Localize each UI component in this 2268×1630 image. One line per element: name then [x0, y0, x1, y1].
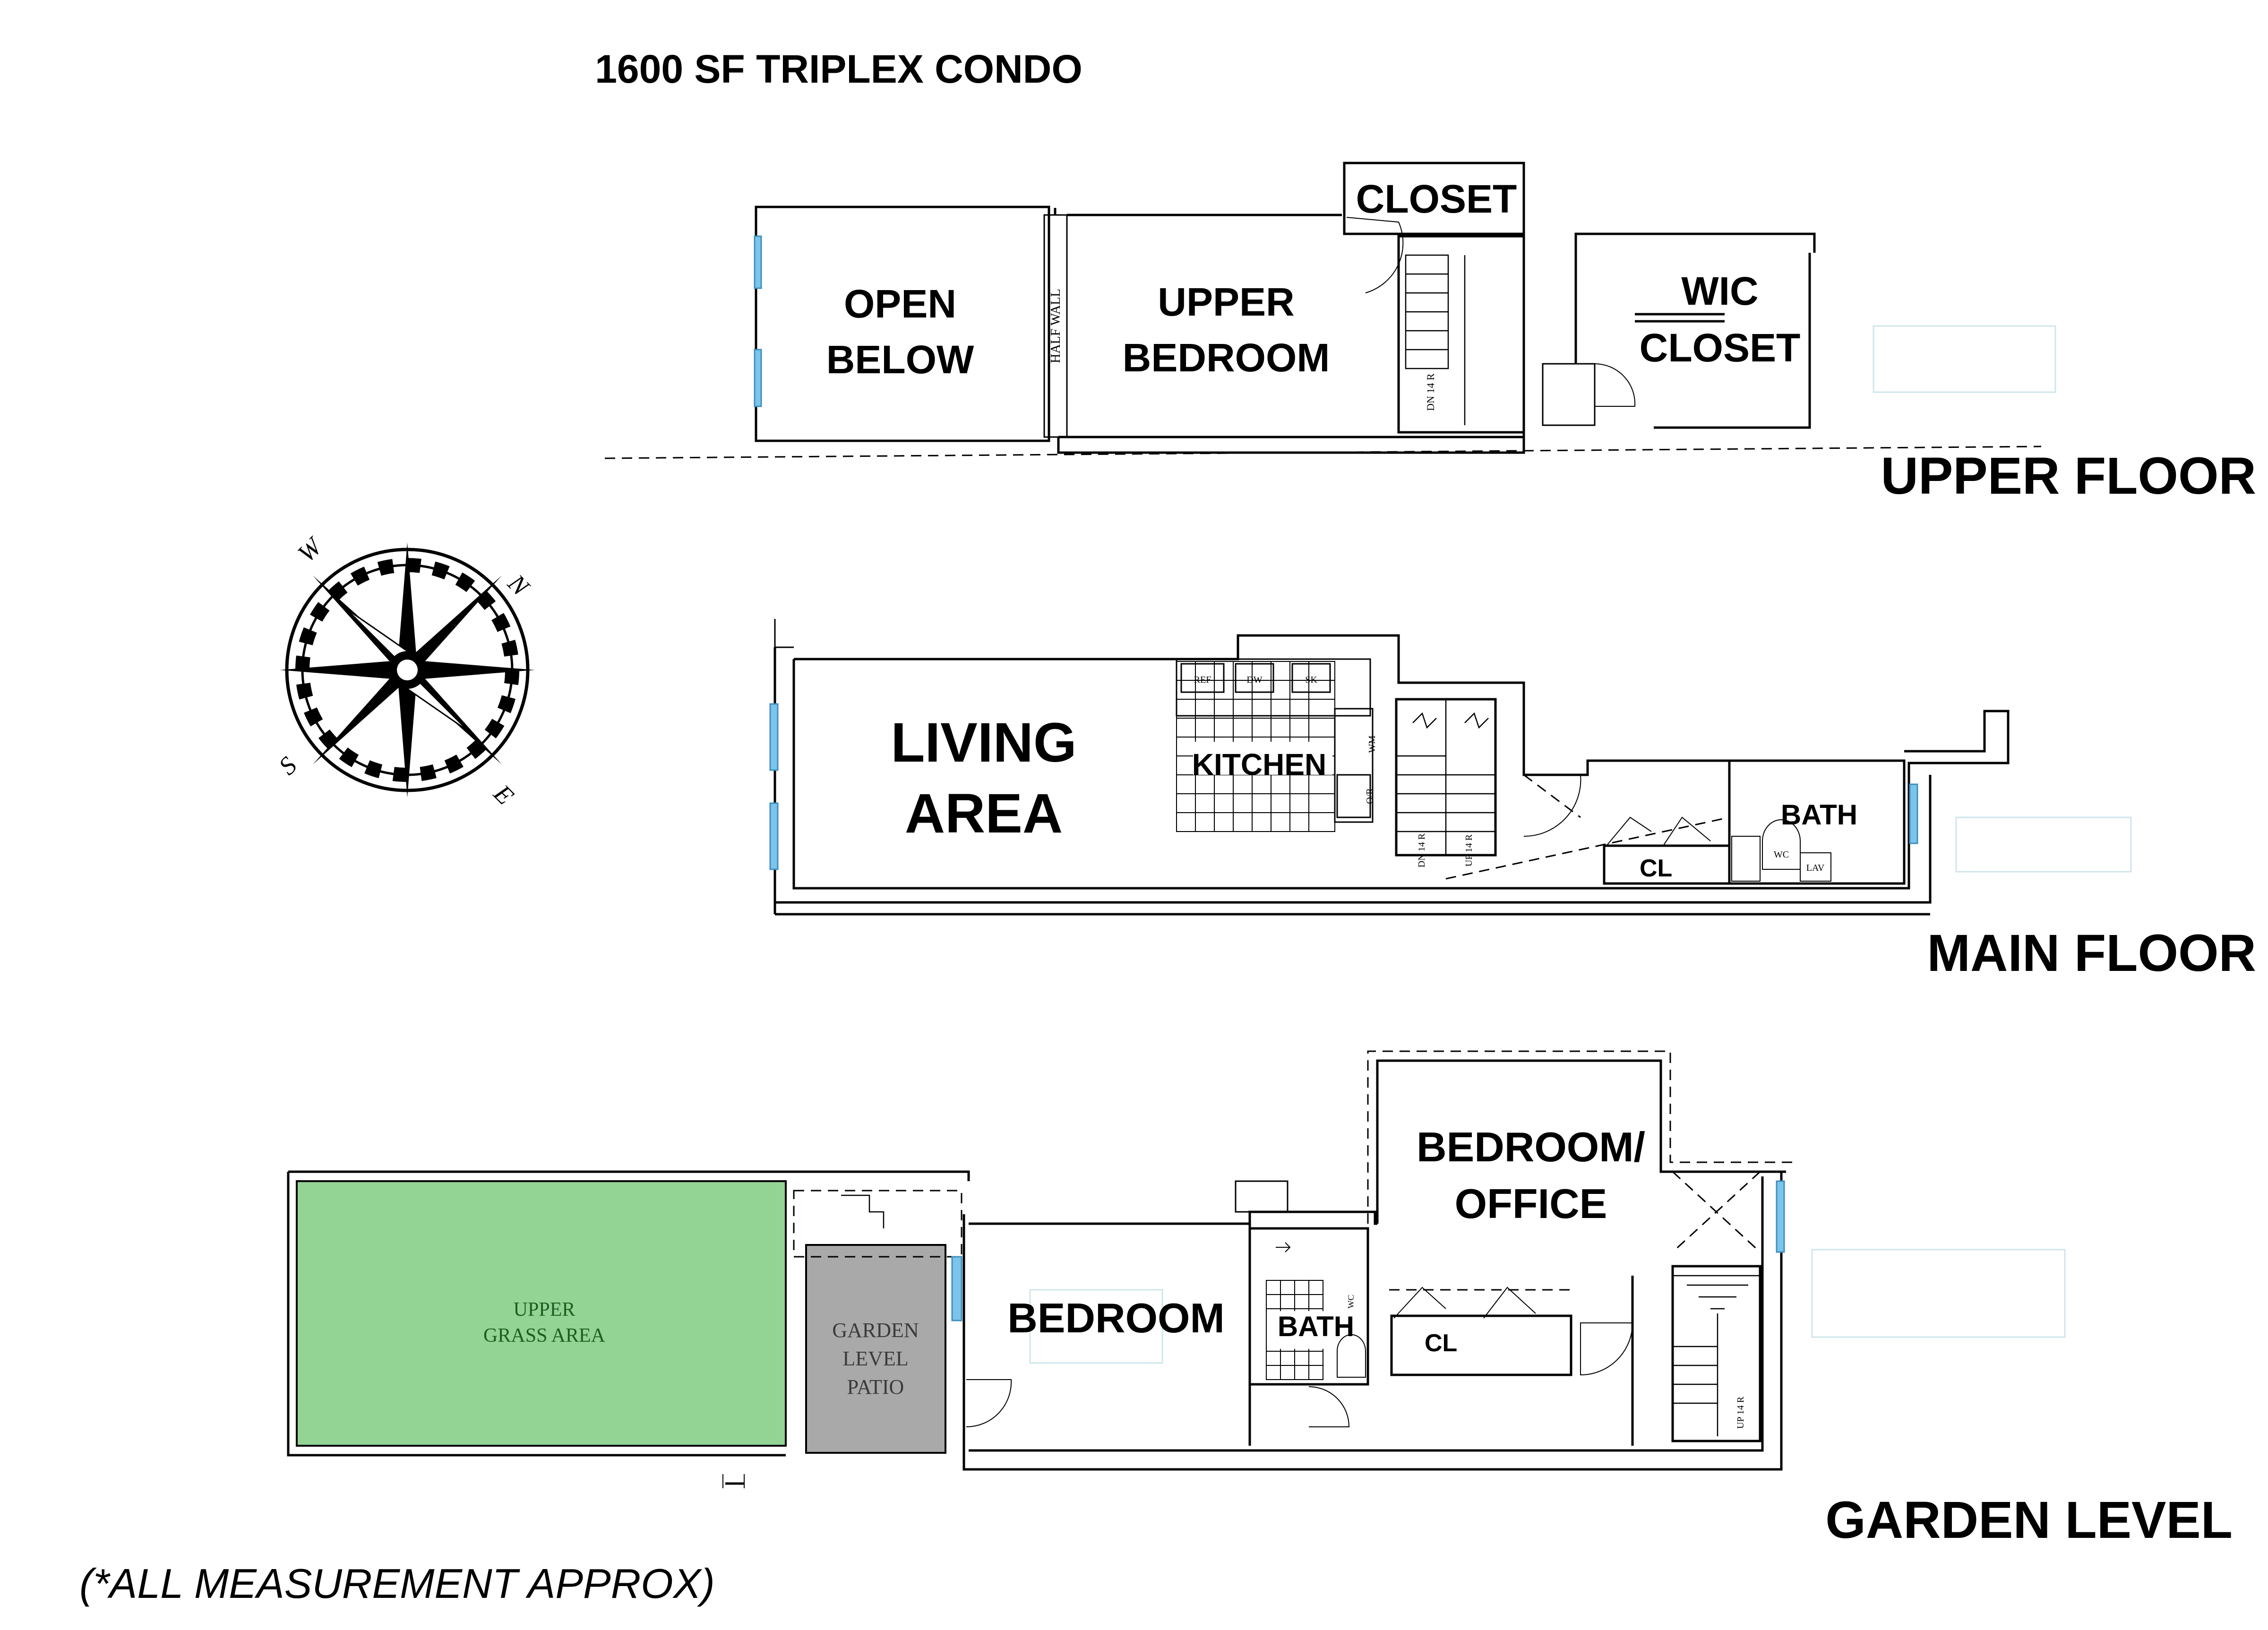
patio-label-3: PATIO — [847, 1375, 904, 1398]
upper-floor-plan: OPEN BELOW HALF WALL UPPER BEDROOM CLOSE… — [604, 162, 2257, 505]
living-area-label-1: LIVING — [891, 712, 1076, 774]
open-below-label-2: BELOW — [826, 337, 974, 382]
main-bath-wc — [1762, 819, 1801, 870]
upper-stairwell — [1397, 235, 1525, 434]
fixture-sk: SK — [1305, 675, 1317, 685]
upper-bedroom-label-1: UPPER — [1158, 280, 1294, 324]
fixture-wc: WC — [1774, 849, 1789, 860]
upper-bedroom-label-2: BEDROOM — [1123, 335, 1330, 380]
compass-n: N — [502, 568, 536, 602]
main-window-1 — [769, 703, 779, 771]
garden-window-1 — [951, 1256, 962, 1321]
garden-bath-door — [1308, 1386, 1350, 1427]
garden-level-plan: UPPER GRASS AREA GARDEN LEVEL PATIO BEDR… — [287, 1050, 2233, 1549]
main-closet-label: CL — [1640, 855, 1672, 882]
page-title: 1600 SF TRIPLEX CONDO — [595, 47, 1082, 91]
open-below-label-1: OPEN — [844, 282, 956, 326]
main-bath — [1728, 759, 1906, 885]
compass-s: S — [273, 751, 302, 781]
bedroom-office-door — [1580, 1322, 1633, 1376]
upper-closet-label: CLOSET — [1356, 177, 1517, 221]
fixture-dw: DW — [1246, 675, 1262, 685]
main-floor-label: MAIN FLOOR — [1927, 924, 2256, 982]
garden-level-patio — [805, 1244, 946, 1454]
fixture-wm: WM — [1367, 735, 1377, 753]
upper-window-2 — [754, 349, 762, 407]
measurement-note: (*ALL MEASUREMENT APPROX) — [79, 1560, 715, 1607]
garden-bedroom-door — [966, 1379, 1012, 1428]
upper-grass-area — [296, 1180, 787, 1447]
garden-bath-label: BATH — [1278, 1311, 1354, 1342]
garden-stairwell — [1671, 1265, 1761, 1442]
main-window-2 — [769, 802, 779, 870]
garden-bath-tiles — [1266, 1280, 1323, 1380]
garden-closet-label: CL — [1425, 1330, 1457, 1357]
main-stair-up: UP 14 R — [1464, 834, 1474, 866]
upper-landing — [1542, 363, 1596, 426]
wic-closet-room — [1574, 232, 1816, 364]
upper-closet-room — [1343, 162, 1525, 235]
wic-label-1: WIC — [1681, 269, 1758, 313]
main-outer-wall — [773, 647, 1932, 904]
fixture-or: O/R — [1365, 788, 1375, 804]
landing-door-swing — [1594, 363, 1636, 407]
upper-window-1 — [754, 235, 762, 289]
grass-label-1: UPPER — [514, 1299, 576, 1321]
patio-label-2: LEVEL — [842, 1347, 908, 1370]
compass-star — [280, 542, 535, 798]
main-bath-label: BATH — [1781, 799, 1857, 831]
upper-stair-note: DN 14 R — [1425, 373, 1436, 411]
living-area-label-2: AREA — [905, 782, 1063, 845]
compass-e: E — [488, 779, 519, 810]
garden-bath — [1248, 1227, 1369, 1386]
garden-vent — [1235, 1180, 1289, 1213]
main-bath-shower — [1731, 836, 1761, 882]
main-stair-dn: DN 14 R — [1417, 833, 1427, 867]
grass-label-2: GRASS AREA — [483, 1325, 606, 1347]
main-floor-plan: LIVING AREA KITCHEN REF DW SK WM O/R — [769, 619, 2256, 982]
kitchen-label: KITCHEN — [1192, 747, 1326, 781]
bedroom-office-label-2: OFFICE — [1455, 1180, 1607, 1227]
closet-door-swing — [1346, 217, 1404, 293]
garden-stair-up: UP 14 R — [1735, 1396, 1746, 1429]
wic-label-2: CLOSET — [1640, 326, 1801, 370]
compass-w: W — [292, 531, 329, 568]
garden-window-2 — [1776, 1180, 1785, 1253]
garden-bedroom-label: BEDROOM — [1007, 1295, 1225, 1341]
upper-floor-label: UPPER FLOOR — [1881, 447, 2257, 505]
main-entry-door — [1523, 774, 1581, 837]
half-wall-label: HALF WALL — [1048, 289, 1063, 363]
kitchen-counter — [1176, 658, 1371, 717]
patio-label-1: GARDEN — [832, 1319, 919, 1342]
garden-closet — [1390, 1314, 1572, 1376]
garden-fixture-wc: WC — [1346, 1295, 1356, 1309]
fixture-lav: LAV — [1806, 863, 1825, 873]
bedroom-office-label-1: BEDROOM/ — [1417, 1124, 1645, 1170]
fixture-ref: REF — [1194, 675, 1211, 685]
main-window-3 — [1909, 783, 1918, 844]
compass-rose: W N S E — [273, 531, 535, 810]
open-below-room — [755, 206, 1050, 442]
garden-level-label: GARDEN LEVEL — [1825, 1491, 2233, 1549]
